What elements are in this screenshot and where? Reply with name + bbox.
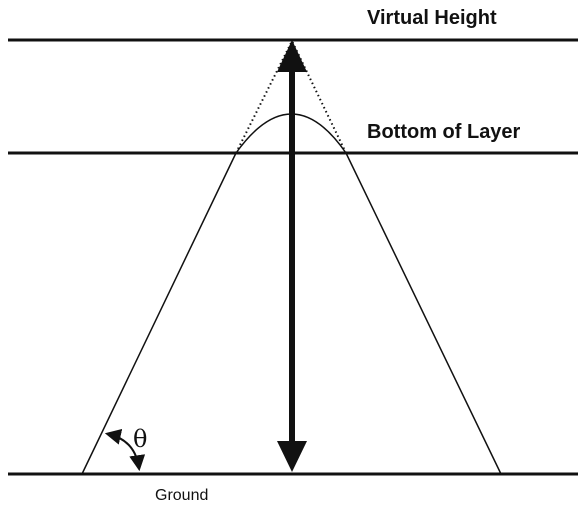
ray-up-line <box>81 152 237 475</box>
ray-down-line <box>345 152 502 475</box>
theta-label: θ <box>133 425 147 453</box>
virtual-path-left <box>235 40 293 154</box>
angle-marker-arrow <box>104 428 146 472</box>
height-arrow-head-top <box>277 40 307 72</box>
ground-label: Ground <box>155 487 208 504</box>
bottom-of-layer-label: Bottom of Layer <box>367 121 521 143</box>
virtual-height-label: Virtual Height <box>367 7 497 29</box>
height-arrow-head-bottom <box>277 441 307 472</box>
